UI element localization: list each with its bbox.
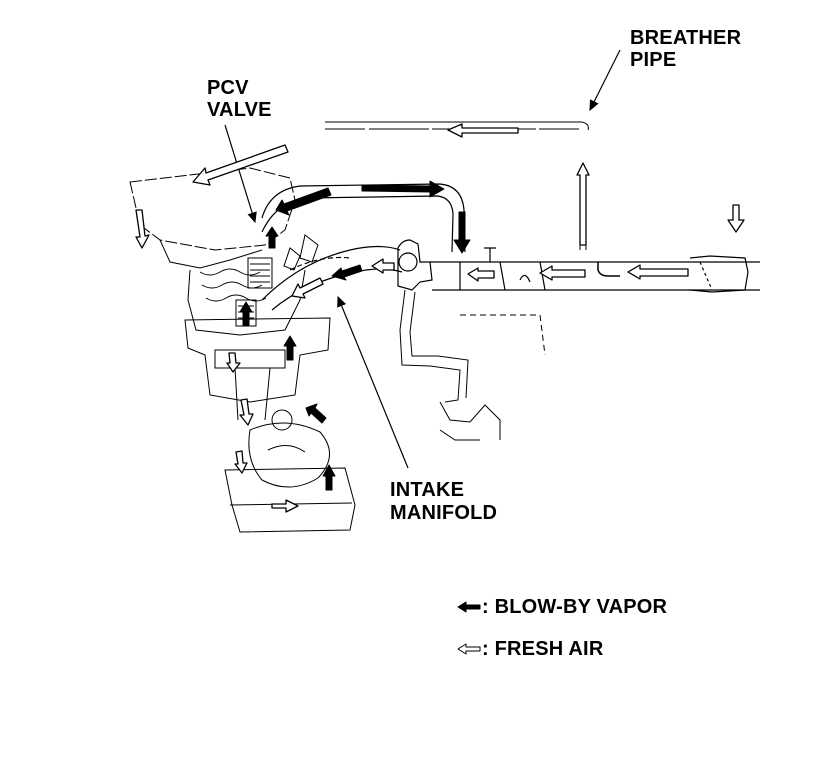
fresh-air-arrow xyxy=(539,265,586,281)
legend-fresh-air: : FRESH AIR xyxy=(482,638,604,660)
fresh-air-legend-icon xyxy=(457,643,481,655)
blow-by-arrow xyxy=(239,301,253,326)
blow-by-arrows xyxy=(239,180,471,491)
pcv-valve-label-line2: VALVE xyxy=(207,99,272,121)
blow-by-arrow xyxy=(305,403,327,424)
blow-by-arrow xyxy=(322,464,336,491)
throttle-body xyxy=(397,239,760,293)
fresh-air-arrow xyxy=(271,499,299,513)
breather-pipe-label-line2: PIPE xyxy=(630,49,677,71)
fresh-air-arrow xyxy=(192,144,289,186)
blow-by-arrow xyxy=(283,335,297,361)
leader-lines xyxy=(224,49,621,469)
fresh-air-arrow xyxy=(727,204,745,233)
legend-icons xyxy=(457,601,481,655)
fresh-air-arrow xyxy=(371,258,395,274)
blow-by-legend-icon xyxy=(457,601,481,613)
fresh-air-arrows xyxy=(135,123,745,513)
lower-hoses xyxy=(399,289,546,441)
fresh-air-arrow xyxy=(627,264,689,280)
fresh-air-arrow xyxy=(135,209,150,249)
intake-manifold xyxy=(261,245,403,311)
intake-manifold-label-line1: INTAKE xyxy=(390,479,465,501)
breather-leader-line xyxy=(589,49,621,112)
intake-manifold-label-line2: MANIFOLD xyxy=(390,502,498,524)
fresh-air-arrow xyxy=(226,352,241,373)
legend-blow-by-vapor: : BLOW-BY VAPOR xyxy=(482,596,668,618)
fresh-air-arrow xyxy=(234,450,248,474)
blow-by-arrow xyxy=(275,187,332,216)
blow-by-arrow xyxy=(265,226,279,249)
fresh-air-arrow xyxy=(291,277,324,299)
pcv-leader-line xyxy=(224,124,257,224)
engine-block xyxy=(129,167,356,533)
blow-by-arrow xyxy=(331,264,363,281)
pcv-hose xyxy=(261,183,466,253)
blow-by-arrow xyxy=(361,180,445,198)
pcv-valve-label-line1: PCV xyxy=(207,77,249,99)
fresh-air-arrow xyxy=(447,123,519,138)
intake-leader-line xyxy=(337,295,409,469)
fresh-air-arrow xyxy=(576,162,590,246)
fresh-air-arrow xyxy=(467,267,495,282)
breather-pipe-label-line1: BREATHER xyxy=(630,27,742,49)
blow-by-arrow xyxy=(453,211,471,254)
fresh-air-arrow xyxy=(239,398,254,426)
